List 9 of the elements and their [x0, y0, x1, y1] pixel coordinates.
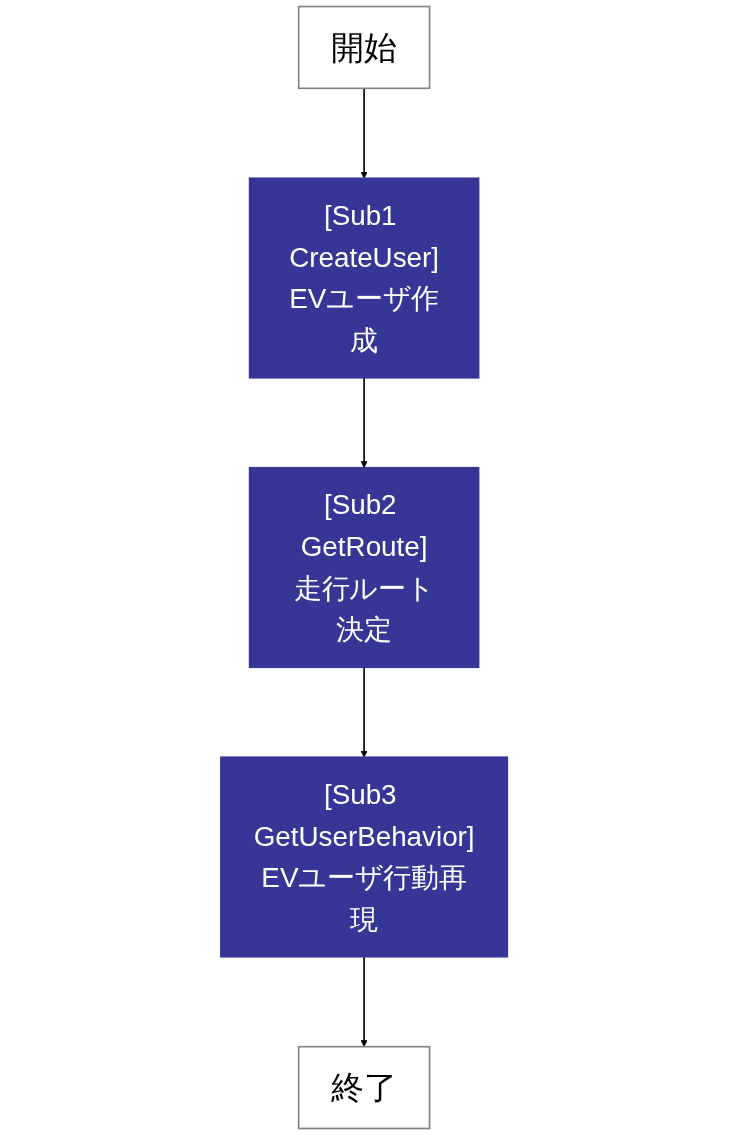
node-box: [Sub2 GetRoute] 走行ルート決定: [249, 466, 480, 669]
node-box: 終了: [298, 1045, 431, 1130]
arrow: [360, 376, 369, 469]
arrow: [360, 666, 369, 758]
node-box: 開始: [298, 5, 431, 90]
arrow: [360, 955, 369, 1047]
node-box: [Sub1 CreateUser] EVユーザ作成: [249, 177, 480, 379]
node-box: [Sub3 GetUserBehavior] EVユーザ行動再現: [220, 756, 509, 958]
arrow: [360, 87, 369, 179]
